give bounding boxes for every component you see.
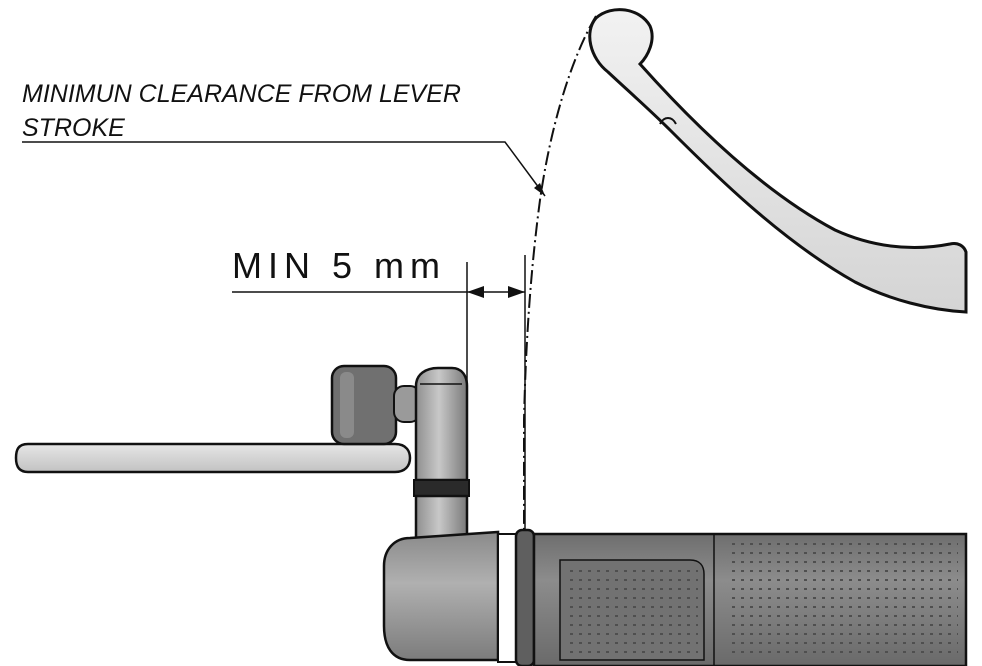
grip-collar xyxy=(497,533,517,663)
mounting-plate xyxy=(14,442,412,474)
throttle-grip xyxy=(514,528,968,666)
throttle-housing xyxy=(382,530,500,662)
annotation-leader xyxy=(22,141,546,197)
lever-stroke-arc xyxy=(523,15,597,530)
adjustment-knob xyxy=(330,364,421,446)
vertical-body xyxy=(413,366,470,548)
annotation-line-2: STROKE xyxy=(22,114,125,142)
brake-lever xyxy=(588,8,968,314)
dimension-marker xyxy=(232,255,526,530)
annotation-line-1: MINIMUN CLEARANCE FROM LEVER xyxy=(22,80,461,108)
dimension-label: MIN 5 mm xyxy=(232,245,446,286)
